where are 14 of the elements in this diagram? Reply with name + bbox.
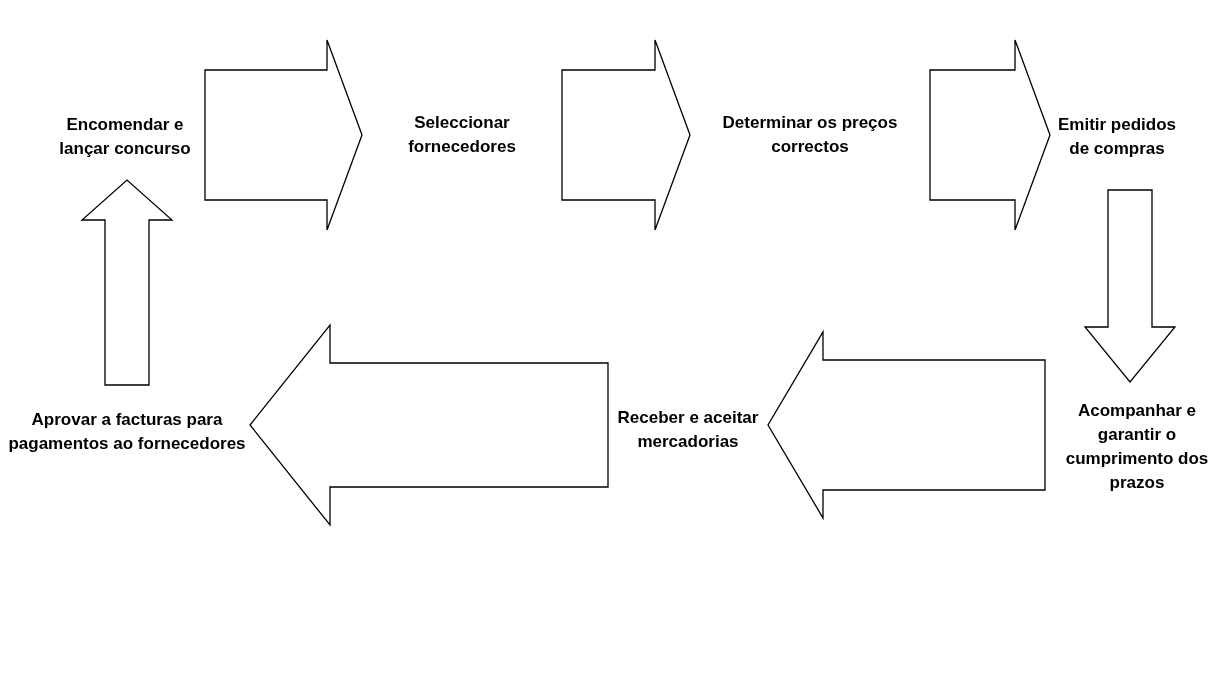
block-arrow <box>204 39 363 231</box>
step-label: Aprovar a facturas para pagamentos ao fornecedores <box>7 409 247 455</box>
block-arrow <box>767 329 1046 521</box>
block-arrow <box>249 323 609 527</box>
step-label: Acompanhar e garantir o cumprimento dos prazos <box>1064 400 1210 494</box>
step-label: Receber e aceitar mercadorias <box>616 407 760 453</box>
block-arrow <box>929 39 1051 231</box>
step-label: Encomendar e lançar concurso <box>58 114 192 160</box>
step-label: Determinar os preços correctos <box>721 112 899 158</box>
step-label: Seleccionar fornecedores <box>407 112 517 158</box>
block-arrow <box>80 179 174 386</box>
block-arrow <box>1083 189 1177 384</box>
step-label: Emitir pedidos de compras <box>1056 114 1178 160</box>
block-arrow <box>561 39 691 231</box>
